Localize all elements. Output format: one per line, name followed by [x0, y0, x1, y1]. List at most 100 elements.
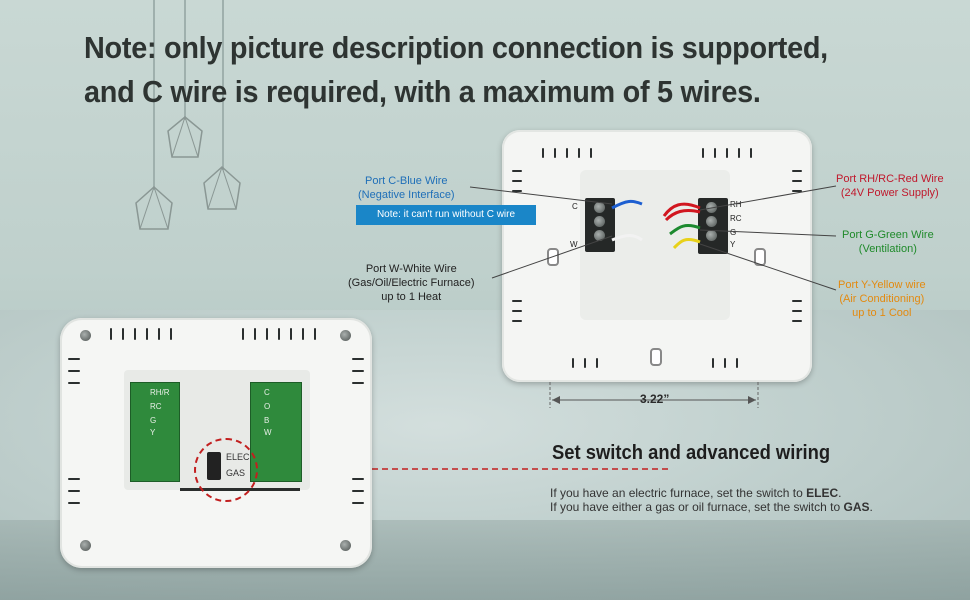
vent-slot — [352, 382, 364, 384]
pcb-label-o: O — [264, 402, 271, 411]
vent-slot — [302, 328, 304, 340]
vent-slot — [512, 310, 522, 312]
vent-slot — [512, 190, 522, 192]
vent-slot — [110, 328, 112, 340]
vent-slot — [352, 478, 364, 480]
callout-y-wire-title: Port Y-Yellow wire — [838, 279, 926, 291]
terminal-label-rh: RH — [730, 200, 742, 209]
vent-slot — [792, 320, 802, 322]
mounting-slot — [650, 348, 662, 366]
vent-slot — [596, 358, 598, 368]
vent-slot — [554, 148, 556, 158]
terminal-screw — [594, 216, 605, 227]
callout-w-wire-title: Port W-White Wire — [365, 263, 457, 275]
pcb-label-c: C — [264, 388, 270, 397]
vent-slot — [792, 180, 802, 182]
callout-y-wire-sub2: up to 1 Cool — [852, 307, 912, 319]
vent-slot — [290, 328, 292, 340]
vent-slot — [738, 148, 740, 158]
vent-slot — [68, 382, 80, 384]
vent-slot — [792, 310, 802, 312]
vent-slot — [146, 328, 148, 340]
circuit-board-right — [250, 382, 302, 482]
vent-slot — [352, 370, 364, 372]
wires-diagram — [611, 199, 701, 250]
vent-slot — [542, 148, 544, 158]
vent-slot — [750, 148, 752, 158]
vent-slot — [512, 180, 522, 182]
callout-g-wire-title: Port G-Green Wire — [842, 229, 934, 241]
vent-slot — [512, 300, 522, 302]
instruction-elec: ELEC — [806, 486, 839, 500]
terminal-label-y: Y — [730, 240, 736, 249]
vent-slot — [68, 370, 80, 372]
vent-slot — [792, 170, 802, 172]
vent-slot — [170, 328, 172, 340]
headline-line-1: Note: only picture description connectio… — [84, 30, 828, 65]
callout-g-wire: Port G-Green Wire (Ventilation) — [842, 228, 934, 256]
corner-screw — [80, 330, 91, 341]
vent-slot — [566, 148, 568, 158]
terminal-screw — [706, 230, 717, 241]
terminal-screw — [594, 202, 605, 213]
pendant-lamp-icon — [135, 185, 173, 230]
terminal-label-g: G — [730, 228, 737, 237]
callout-rh-wire-title: Port RH/RC-Red Wire — [836, 173, 944, 185]
vent-slot — [714, 148, 716, 158]
terminal-screw — [594, 230, 605, 241]
vent-slot — [352, 490, 364, 492]
vent-slot — [512, 170, 522, 172]
vent-slot — [578, 148, 580, 158]
vent-slot — [254, 328, 256, 340]
instruction-line-1-text: If you have an electric furnace, set the… — [550, 486, 807, 500]
lamp-wire — [222, 0, 224, 170]
headline-line-2: and C wire is required, with a maximum o… — [84, 74, 761, 109]
vent-slot — [590, 148, 592, 158]
vent-slot — [122, 328, 124, 340]
vent-slot — [266, 328, 268, 340]
callout-y-wire-sub: (Air Conditioning) — [839, 293, 925, 305]
callout-c-wire-title: Port C-Blue Wire — [365, 175, 448, 187]
vent-slot — [242, 328, 244, 340]
terminal-label-w: W — [570, 240, 578, 249]
callout-g-wire-sub: (Ventilation) — [858, 243, 917, 255]
vent-slot — [792, 300, 802, 302]
headline: Note: only picture description connectio… — [84, 26, 944, 114]
instruction-line-2-end: . — [869, 500, 873, 514]
vent-slot — [792, 190, 802, 192]
corner-screw — [340, 540, 351, 551]
mounting-slot — [754, 248, 766, 266]
callout-w-wire-sub2: up to 1 Heat — [381, 291, 442, 303]
callout-rh-wire: Port RH/RC-Red Wire (24V Power Supply) — [836, 172, 944, 200]
terminal-label-c: C — [572, 202, 578, 211]
dimension-label: 3.22” — [640, 392, 670, 406]
callout-y-wire: Port Y-Yellow wire (Air Conditioning) up… — [838, 278, 926, 320]
vent-slot — [724, 358, 726, 368]
lamp-wire — [153, 0, 155, 190]
switch-highlight-circle — [194, 438, 258, 502]
instruction-gas: GAS — [843, 500, 870, 514]
thermostat-base-front: C W RH RC G Y — [502, 130, 812, 382]
terminal-label-rc: RC — [730, 214, 742, 223]
pendant-lamp-icon — [203, 165, 241, 210]
vent-slot — [702, 148, 704, 158]
corner-screw — [340, 330, 351, 341]
instruction-line-2: If you have either a gas or oil furnace,… — [550, 500, 873, 514]
vent-slot — [584, 358, 586, 368]
terminal-screw — [706, 216, 717, 227]
circuit-board-left — [130, 382, 180, 482]
callout-w-wire: Port W-White Wire (Gas/Oil/Electric Furn… — [348, 262, 475, 304]
callout-c-wire: Port C-Blue Wire (Negative Interface) — [358, 174, 455, 202]
vent-slot — [314, 328, 316, 340]
vent-slot — [68, 358, 80, 360]
callout-c-wire-sub: (Negative Interface) — [358, 189, 455, 201]
pcb-label-y: Y — [150, 428, 156, 437]
vent-slot — [134, 328, 136, 340]
callout-w-wire-sub: (Gas/Oil/Electric Furnace) — [348, 277, 475, 289]
vent-slot — [68, 502, 80, 504]
pcb-label-w: W — [264, 428, 272, 437]
pcb-label-rc: RC — [150, 402, 162, 411]
pcb-label-b: B — [264, 416, 270, 425]
section-title: Set switch and advanced wiring — [552, 442, 831, 464]
